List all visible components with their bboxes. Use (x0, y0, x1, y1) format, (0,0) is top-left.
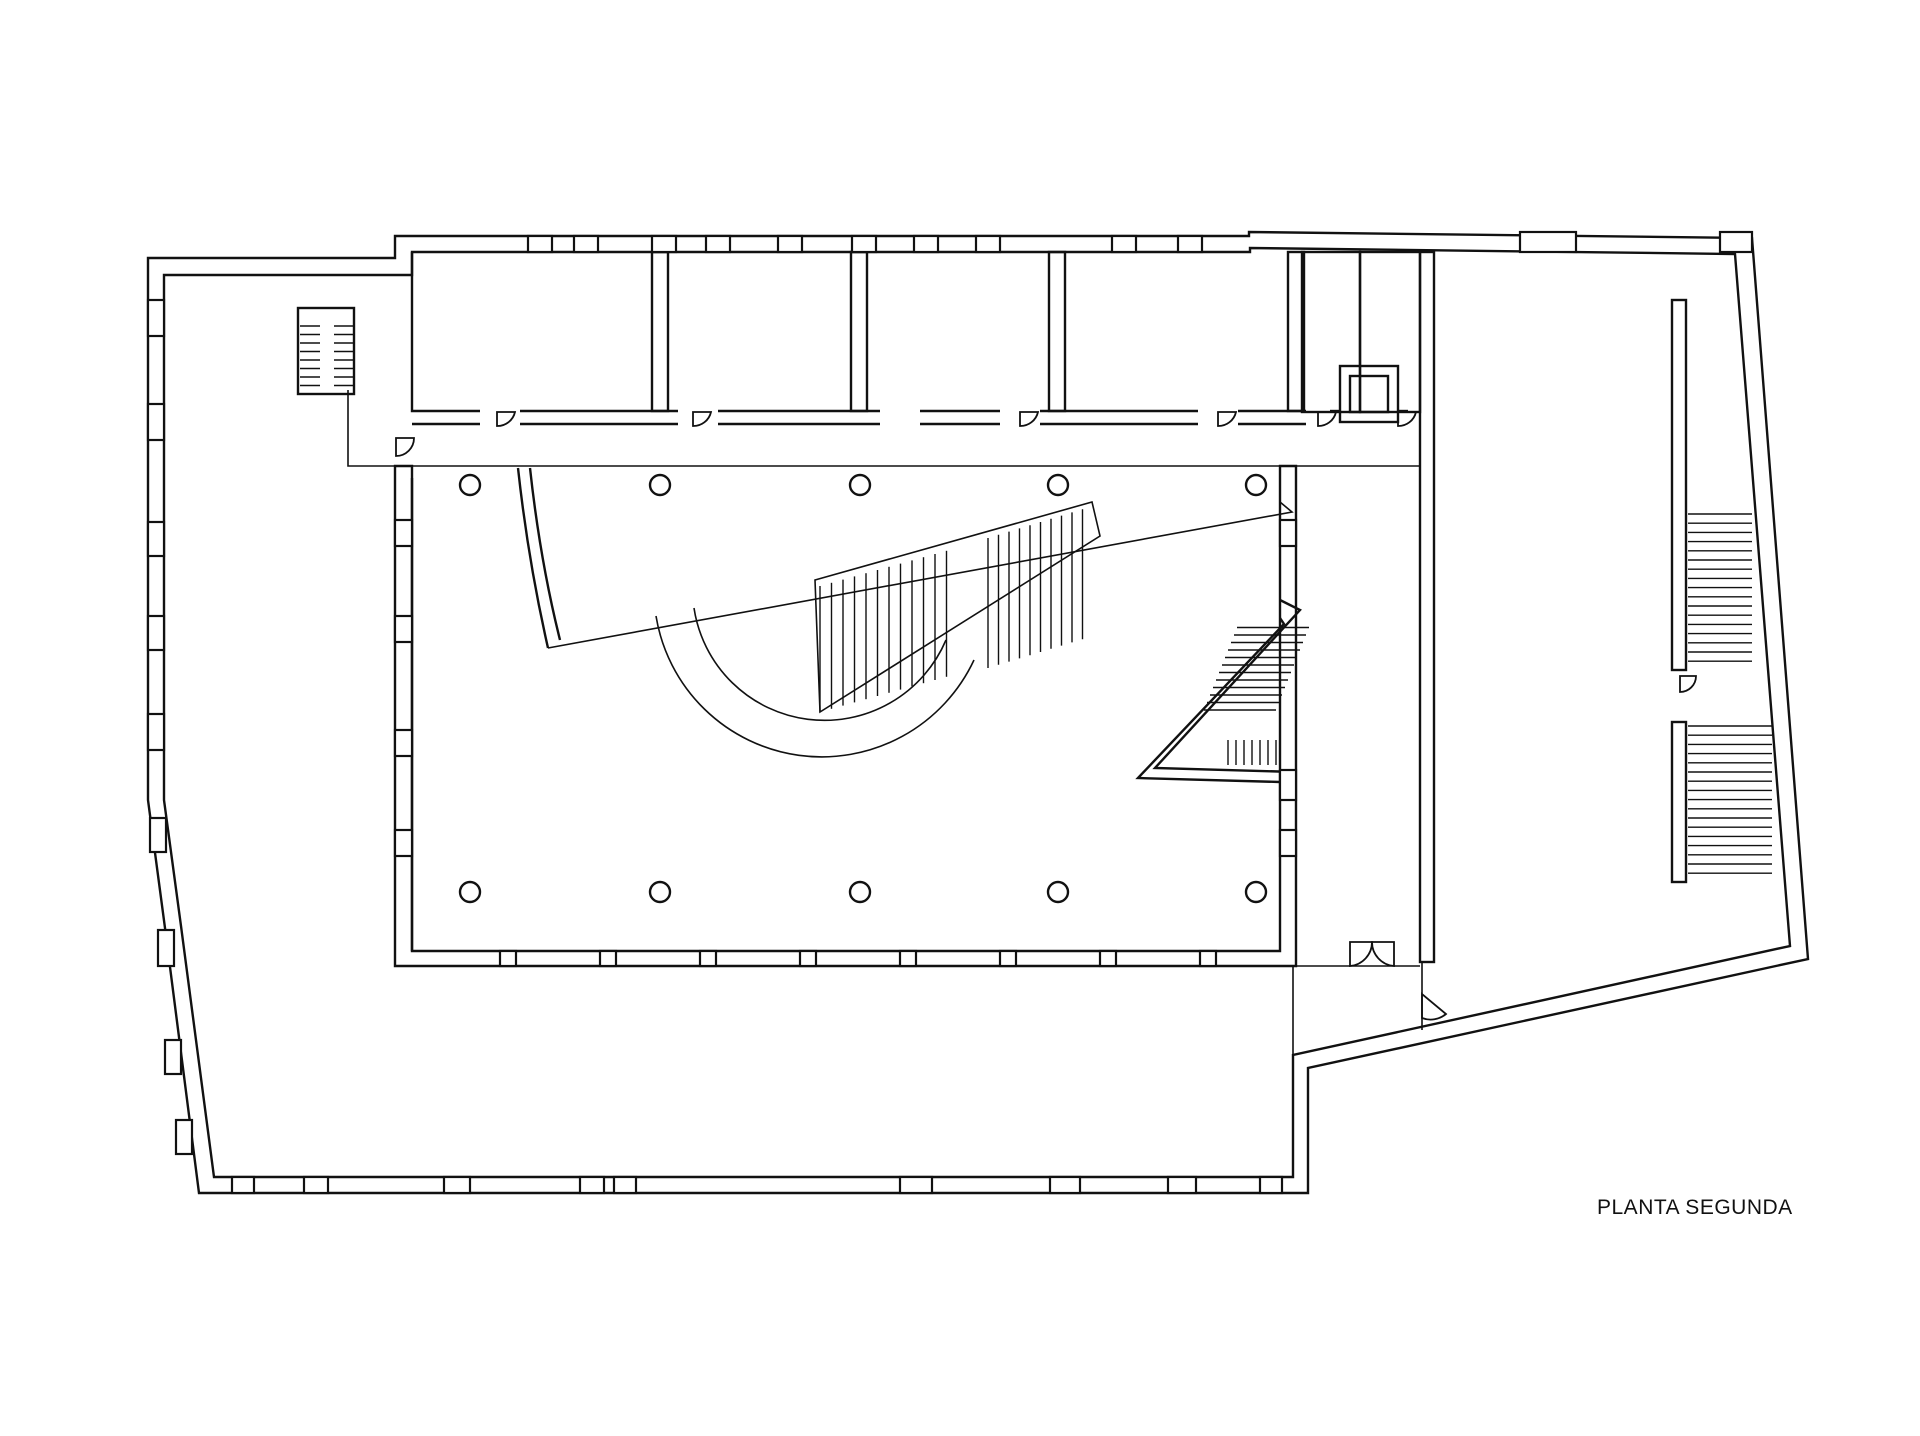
left-window-0 (146, 298, 166, 338)
doors (395, 411, 1697, 1021)
atrium-notch-outer (1152, 598, 1302, 774)
double-door-left (1349, 941, 1373, 967)
right-stair-wall-lower (1670, 720, 1688, 884)
curved-wall-outer (516, 467, 550, 649)
room-door-2 (1019, 411, 1040, 427)
left-window-7 (163, 1038, 183, 1076)
room-door-5 (1397, 411, 1418, 427)
top-window-0 (526, 234, 554, 254)
semicircle-outer (655, 615, 975, 758)
room-door-0 (496, 411, 517, 427)
atrium-bottom-window-4 (898, 949, 918, 968)
top-window-9 (1176, 234, 1204, 254)
stairs (300, 325, 1772, 874)
top-window-4 (776, 234, 804, 254)
atrium-left-window-1 (393, 614, 414, 644)
column-top-3 (1046, 473, 1070, 497)
bottom-window-0 (230, 1175, 256, 1195)
elevator-inner (1348, 374, 1390, 414)
outer-wall-inner-line (162, 246, 1792, 1179)
bottom-window-4 (612, 1175, 638, 1195)
atrium-left-window-0 (393, 518, 414, 548)
atrium-notch-inner (1135, 617, 1286, 784)
room-partition-1 (849, 250, 869, 413)
top-window-1 (572, 234, 600, 254)
top-window-8 (1110, 234, 1138, 254)
plan-caption: PLANTA SEGUNDA (1597, 1196, 1793, 1219)
top-window-3 (704, 234, 732, 254)
column-bottom-0 (458, 880, 482, 904)
top-window-7 (974, 234, 1002, 254)
double-door-right (1371, 941, 1395, 967)
windows (146, 230, 1754, 1195)
top-window-6 (912, 234, 940, 254)
column-bottom-3 (1046, 880, 1070, 904)
bottom-window-1 (302, 1175, 330, 1195)
column-top-1 (648, 473, 672, 497)
atrium-right-window-0 (1278, 518, 1298, 548)
atrium-left-window-2 (393, 728, 414, 758)
stair-flight-boundary (814, 501, 1101, 714)
column-top-2 (848, 473, 872, 497)
atrium-bottom-window-1 (598, 949, 618, 968)
right-hall-door (1679, 675, 1697, 693)
top-window-5 (850, 234, 878, 254)
atrium-bottom-window-2 (698, 949, 718, 968)
left-window-8 (174, 1118, 194, 1156)
elevator-outer (1338, 364, 1400, 424)
right-stair-wall-upper (1670, 298, 1688, 672)
service-shaft-right (1358, 250, 1422, 414)
right-hall-wall (1418, 250, 1436, 964)
room-partition-2 (1047, 250, 1067, 413)
atrium-bottom-window-3 (798, 949, 818, 968)
atrium-right-window-1 (1278, 768, 1298, 802)
atrium-outer-wall (393, 464, 1298, 968)
bottom-window-8 (1258, 1175, 1284, 1195)
left-window-4 (146, 712, 166, 752)
walls (146, 230, 1810, 1195)
atrium-bottom-window-7 (1198, 949, 1218, 968)
top-window-2 (650, 234, 678, 254)
atrium-left-window-3 (393, 828, 414, 858)
bottom-window-5 (898, 1175, 934, 1195)
left-window-5 (148, 816, 168, 854)
bottom-window-6 (1048, 1175, 1082, 1195)
atrium-right-window-2 (1278, 828, 1298, 858)
bottom-window-7 (1166, 1175, 1198, 1195)
atrium-bottom-window-6 (1098, 949, 1118, 968)
bottom-window-3 (578, 1175, 606, 1195)
lower-hall-door (1421, 992, 1448, 1021)
room-door-3 (1217, 411, 1238, 427)
left-window-6 (156, 928, 176, 968)
column-top-0 (458, 473, 482, 497)
room-door-1 (692, 411, 713, 427)
atrium-bottom-window-0 (498, 949, 518, 968)
column-bottom-1 (648, 880, 672, 904)
room-partition-3 (1286, 250, 1306, 413)
room-wall-line-0 (410, 252, 480, 413)
room-door-4 (1317, 411, 1338, 427)
curved-wall-inner (528, 467, 562, 641)
thin-lines (347, 390, 1423, 1055)
bottom-window-2 (442, 1175, 472, 1195)
service-shaft-left (1300, 250, 1362, 414)
corridor-line-top (347, 390, 1296, 467)
outer-wall-outline (146, 230, 1810, 1195)
column-bottom-2 (848, 880, 872, 904)
left-window-2 (146, 520, 166, 558)
stair-door (395, 437, 415, 457)
column-bottom-4 (1244, 880, 1268, 904)
atrium-bottom-window-5 (998, 949, 1018, 968)
column-top-4 (1244, 473, 1268, 497)
top-right-window-0 (1518, 230, 1578, 254)
semicircle-inner (693, 607, 947, 722)
left-window-3 (146, 614, 166, 652)
columns (458, 473, 1268, 904)
ramp-edge-top (547, 501, 1294, 649)
left-window-1 (146, 402, 166, 442)
room-partition-0 (650, 250, 670, 413)
top-right-window-1 (1718, 230, 1754, 254)
